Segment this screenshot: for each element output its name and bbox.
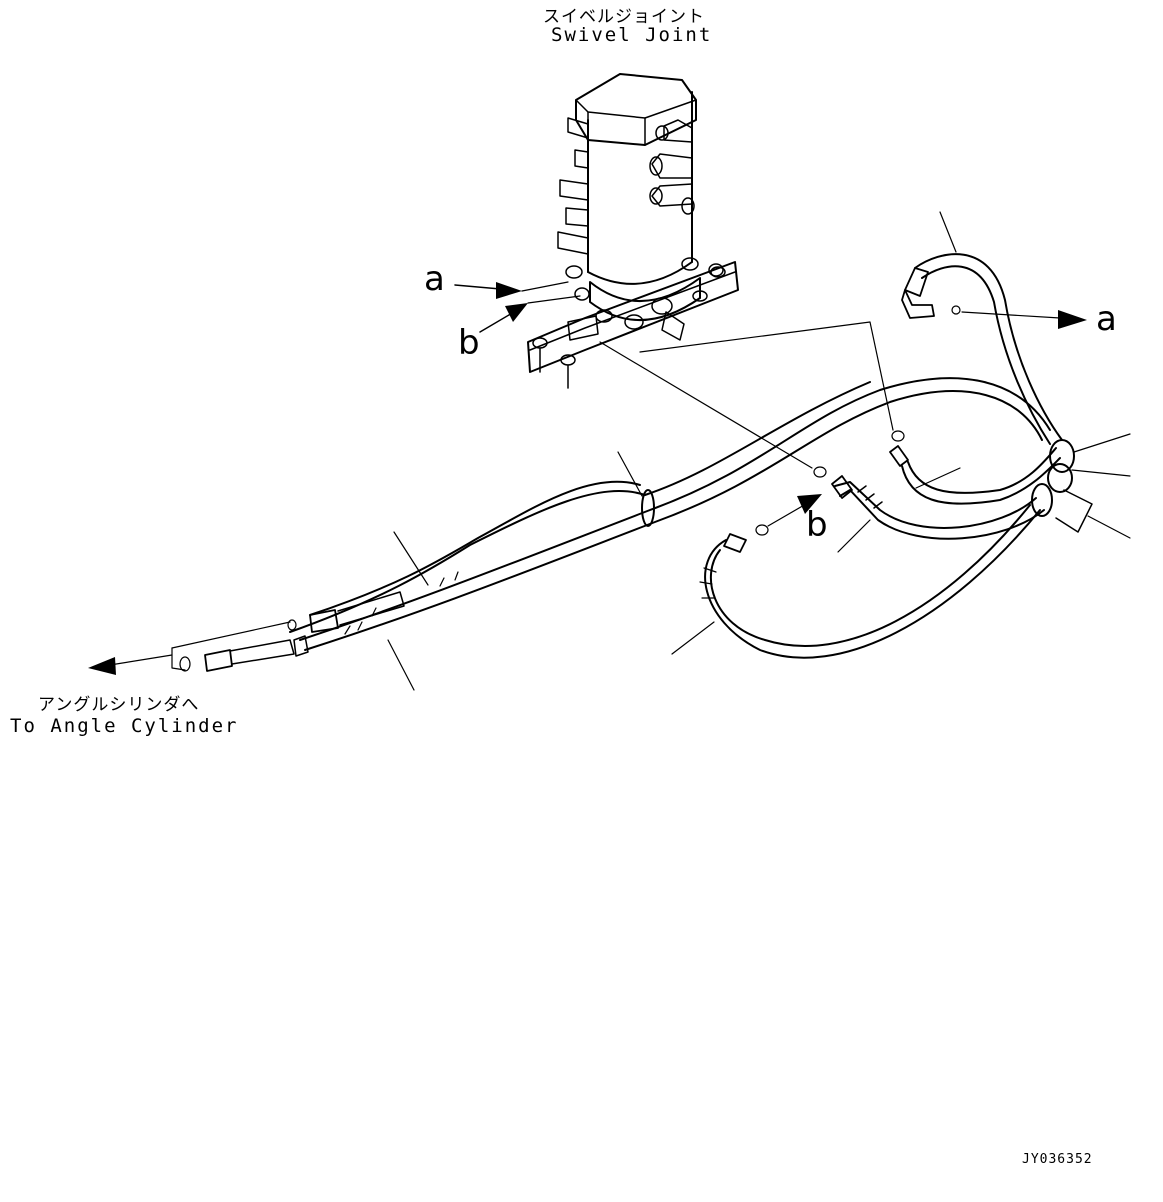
swivel-joint-label-en: Swivel Joint — [551, 24, 713, 46]
marker-arrows — [88, 281, 1087, 675]
marker-a-left: a — [424, 259, 445, 299]
angle-cylinder-label-jp: アングルシリンダへ — [38, 695, 200, 715]
hose-assembly — [171, 253, 1093, 672]
marker-b-right: b — [806, 505, 828, 545]
marker-a-right: a — [1096, 299, 1117, 339]
callout-lines — [387, 211, 1131, 691]
swivel-joint — [527, 73, 739, 389]
drawing-code: JY036352 — [1022, 1152, 1093, 1167]
angle-cylinder-label-en: To Angle Cylinder — [10, 715, 239, 737]
marker-b-left: b — [458, 323, 480, 363]
swivel-joint-label-jp: スイベルジョイント — [543, 7, 705, 27]
leader-lines — [599, 305, 961, 536]
